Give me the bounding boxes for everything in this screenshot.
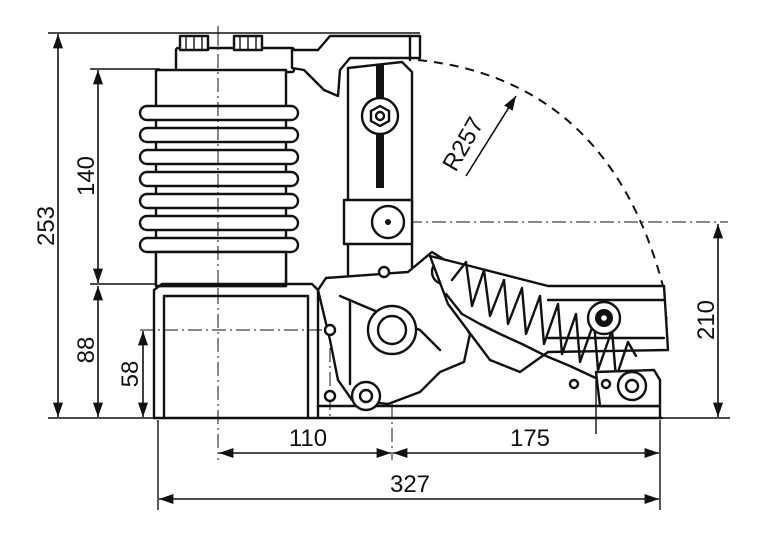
dim-text-253: 253 <box>33 206 60 246</box>
dimension-140: 140 <box>73 70 104 283</box>
dim-text-175: 175 <box>510 425 550 452</box>
dimension-110: 110 <box>219 425 391 459</box>
operating-mechanism <box>316 250 472 412</box>
dim-text-88: 88 <box>73 337 100 364</box>
post-insulator <box>138 30 300 300</box>
dimension-327: 327 <box>159 471 659 505</box>
dim-text-210: 210 <box>693 300 720 340</box>
vertical-blade <box>342 60 414 302</box>
dim-text-140: 140 <box>73 156 100 196</box>
dimension-253: 253 <box>33 34 64 417</box>
dimension-88: 88 <box>73 286 104 417</box>
dimension-210: 210 <box>693 224 724 417</box>
bolt-left <box>178 34 210 52</box>
spring-assembly <box>428 254 670 408</box>
dim-text-58: 58 <box>117 361 144 388</box>
bolt-right <box>232 34 264 52</box>
dim-text-r257: R257 <box>437 113 489 176</box>
dimension-175: 175 <box>393 425 659 459</box>
dim-text-110: 110 <box>289 425 327 452</box>
top-bracket <box>290 34 422 98</box>
dimension-r257: R257 <box>437 95 517 177</box>
swing-radius-arc <box>417 59 665 291</box>
dimension-58: 58 <box>117 331 149 417</box>
dim-text-327: 327 <box>390 471 430 498</box>
